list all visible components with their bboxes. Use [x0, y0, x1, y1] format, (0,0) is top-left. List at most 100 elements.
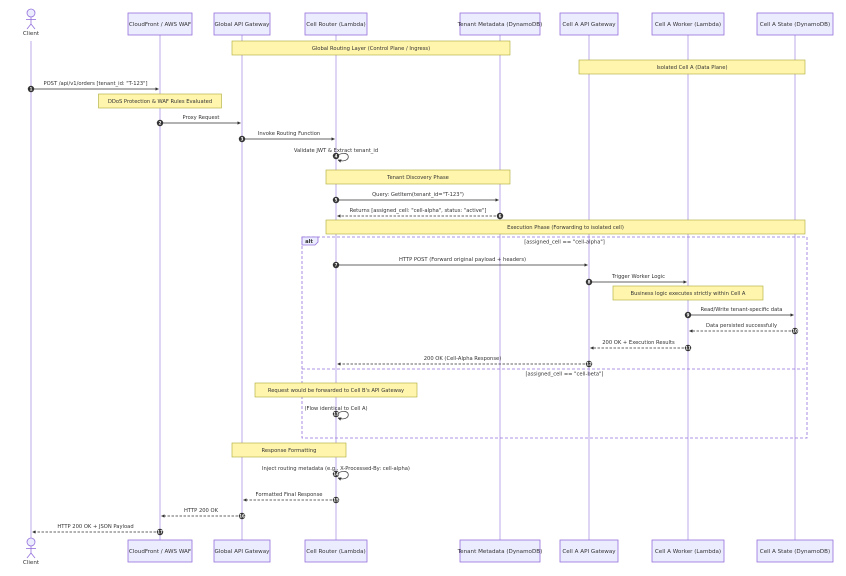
message-13: (Flow identical to Cell A)13	[304, 406, 368, 421]
message-label: Formatted Final Response	[256, 492, 323, 498]
message-label: POST /api/v1/orders [tenant_id: "T-123"]	[43, 81, 147, 87]
message-label: Returns [assigned_cell: "cell-alpha", st…	[350, 208, 487, 214]
note-text: Response Formatting	[262, 448, 317, 454]
message-line	[335, 411, 349, 421]
alt-keyword: alt	[305, 239, 313, 245]
message-label: 200 OK + Execution Results	[602, 340, 675, 346]
message-label: Query: GetItem(tenant_id="T-123")	[372, 192, 464, 198]
actor-icon	[26, 8, 36, 30]
sequence-number: 4	[335, 153, 338, 158]
sequence-number: 8	[588, 279, 591, 284]
message-label: Inject routing metadata (e.g., X-Process…	[262, 466, 410, 472]
sequence-number-badge	[156, 528, 164, 536]
note-isolated-cell-a-data-plane: Isolated Cell A (Data Plane)	[578, 59, 806, 75]
sequence-number-badge	[27, 85, 35, 93]
message-6: Returns [assigned_cell: "cell-alpha", st…	[337, 208, 504, 220]
participant-label: Cell Router (Lambda)	[306, 22, 365, 28]
participant-box	[459, 12, 541, 36]
message-17: HTTP 200 OK + JSON Payload 17	[32, 524, 164, 536]
participant-label: Cell A API Gateway	[562, 22, 616, 28]
alt-layer: alt[assigned_cell == "cell-alpha"][assig…	[301, 236, 808, 439]
sequence-number-badge	[332, 496, 340, 504]
participant-statedb-bottom: Cell A State (DynamoDB)	[756, 539, 834, 563]
note-text: DDoS Protection & WAF Rules Evaluated	[108, 99, 212, 105]
message-label: Read/Write tenant-specific data	[701, 307, 783, 313]
message-label: Validate JWT & Extract tenant_id	[294, 148, 378, 154]
sequence-number: 5	[335, 197, 338, 202]
message-line	[335, 471, 349, 481]
sequence-number: 7	[335, 262, 338, 267]
participant-statedb-top: Cell A State (DynamoDB)	[756, 12, 834, 36]
participant-label: Cell A State (DynamoDB)	[760, 22, 830, 28]
participant-client-bottom: Client	[23, 537, 40, 566]
sequence-number: 17	[157, 529, 163, 534]
note-text: Tenant Discovery Phase	[386, 175, 449, 181]
message-14: Inject routing metadata (e.g., X-Process…	[262, 466, 410, 481]
sequence-number: 12	[586, 361, 592, 366]
sequence-number: 11	[685, 345, 691, 350]
message-4: Validate JWT & Extract tenant_id4	[294, 148, 378, 163]
sequence-number: 2	[159, 120, 162, 125]
participant-box	[127, 539, 193, 563]
participant-apigw-bottom: Global API Gateway	[213, 539, 271, 563]
participant-label: Cell Router (Lambda)	[306, 549, 365, 555]
note-text: Request would be forwarded to Cell B's A…	[268, 388, 404, 394]
message-5: Query: GetItem(tenant_id="T-123") 5	[332, 192, 499, 204]
participant-box	[304, 539, 368, 563]
sequence-number-badge	[684, 311, 692, 319]
message-8: Trigger Worker Logic 8	[585, 274, 687, 286]
sequence-number-badge	[332, 470, 340, 478]
message-line	[335, 153, 349, 163]
note-business-logic-executes-strictly-within-: Business logic executes strictly within …	[612, 285, 764, 301]
message-label: HTTP 200 OK	[184, 508, 219, 514]
sequence-number: 10	[792, 328, 798, 333]
sequence-number-badge	[332, 261, 340, 269]
note-box	[231, 442, 347, 458]
message-label: HTTP 200 OK + JSON Payload	[57, 524, 133, 530]
message-label: Data persisted successfully	[706, 323, 777, 329]
participant-label: Client	[23, 560, 40, 566]
note-box	[98, 93, 222, 109]
sequence-number: 13	[333, 411, 339, 416]
participant-box	[127, 12, 193, 36]
sequence-number: 1	[30, 86, 33, 91]
note-text: Global Routing Layer (Control Plane / In…	[312, 46, 430, 52]
sequence-number-badge	[156, 119, 164, 127]
messages-layer: POST /api/v1/orders [tenant_id: "T-123"]…	[27, 81, 799, 536]
note-box	[612, 285, 764, 301]
sequence-number-badge	[684, 344, 692, 352]
participant-worker-top: Cell A Worker (Lambda)	[651, 12, 725, 36]
participant-tenantdb-bottom: Tenant Metadata (DynamoDB)	[457, 539, 542, 563]
message-label: Trigger Worker Logic	[611, 274, 665, 280]
participant-box	[651, 539, 725, 563]
participant-router-bottom: Cell Router (Lambda)	[304, 539, 368, 563]
participant-box	[213, 539, 271, 563]
message-label: Proxy Request	[183, 115, 220, 121]
message-label: HTTP POST (Forward original payload + he…	[399, 257, 526, 263]
participant-box	[304, 12, 368, 36]
participant-label: Cell A State (DynamoDB)	[760, 549, 830, 555]
sequence-number-badge	[238, 512, 246, 520]
message-12: 200 OK (Cell-Alpha Response)12	[337, 356, 593, 368]
note-global-routing-layer-control-plane-ingre: Global Routing Layer (Control Plane / In…	[231, 40, 511, 56]
participant-label: Global API Gateway	[215, 22, 271, 28]
participant-label: CloudFront / AWS WAF	[129, 22, 191, 28]
sequence-number: 6	[499, 213, 502, 218]
note-box	[254, 382, 418, 398]
participant-box	[559, 539, 619, 563]
message-7: HTTP POST (Forward original payload + he…	[332, 257, 588, 269]
alt-keyword-tab	[301, 236, 319, 246]
sequence-number: 14	[333, 471, 339, 476]
alt-condition-alpha: [assigned_cell == "cell-alpha"]	[524, 240, 605, 246]
participant-box	[756, 12, 834, 36]
message-11: 200 OK + Execution Results 11	[590, 340, 692, 352]
participant-client-top: Client	[23, 8, 40, 37]
message-label: Invoke Routing Function	[258, 131, 320, 137]
note-text: Isolated Cell A (Data Plane)	[656, 65, 727, 71]
sequence-number-badge	[332, 152, 340, 160]
